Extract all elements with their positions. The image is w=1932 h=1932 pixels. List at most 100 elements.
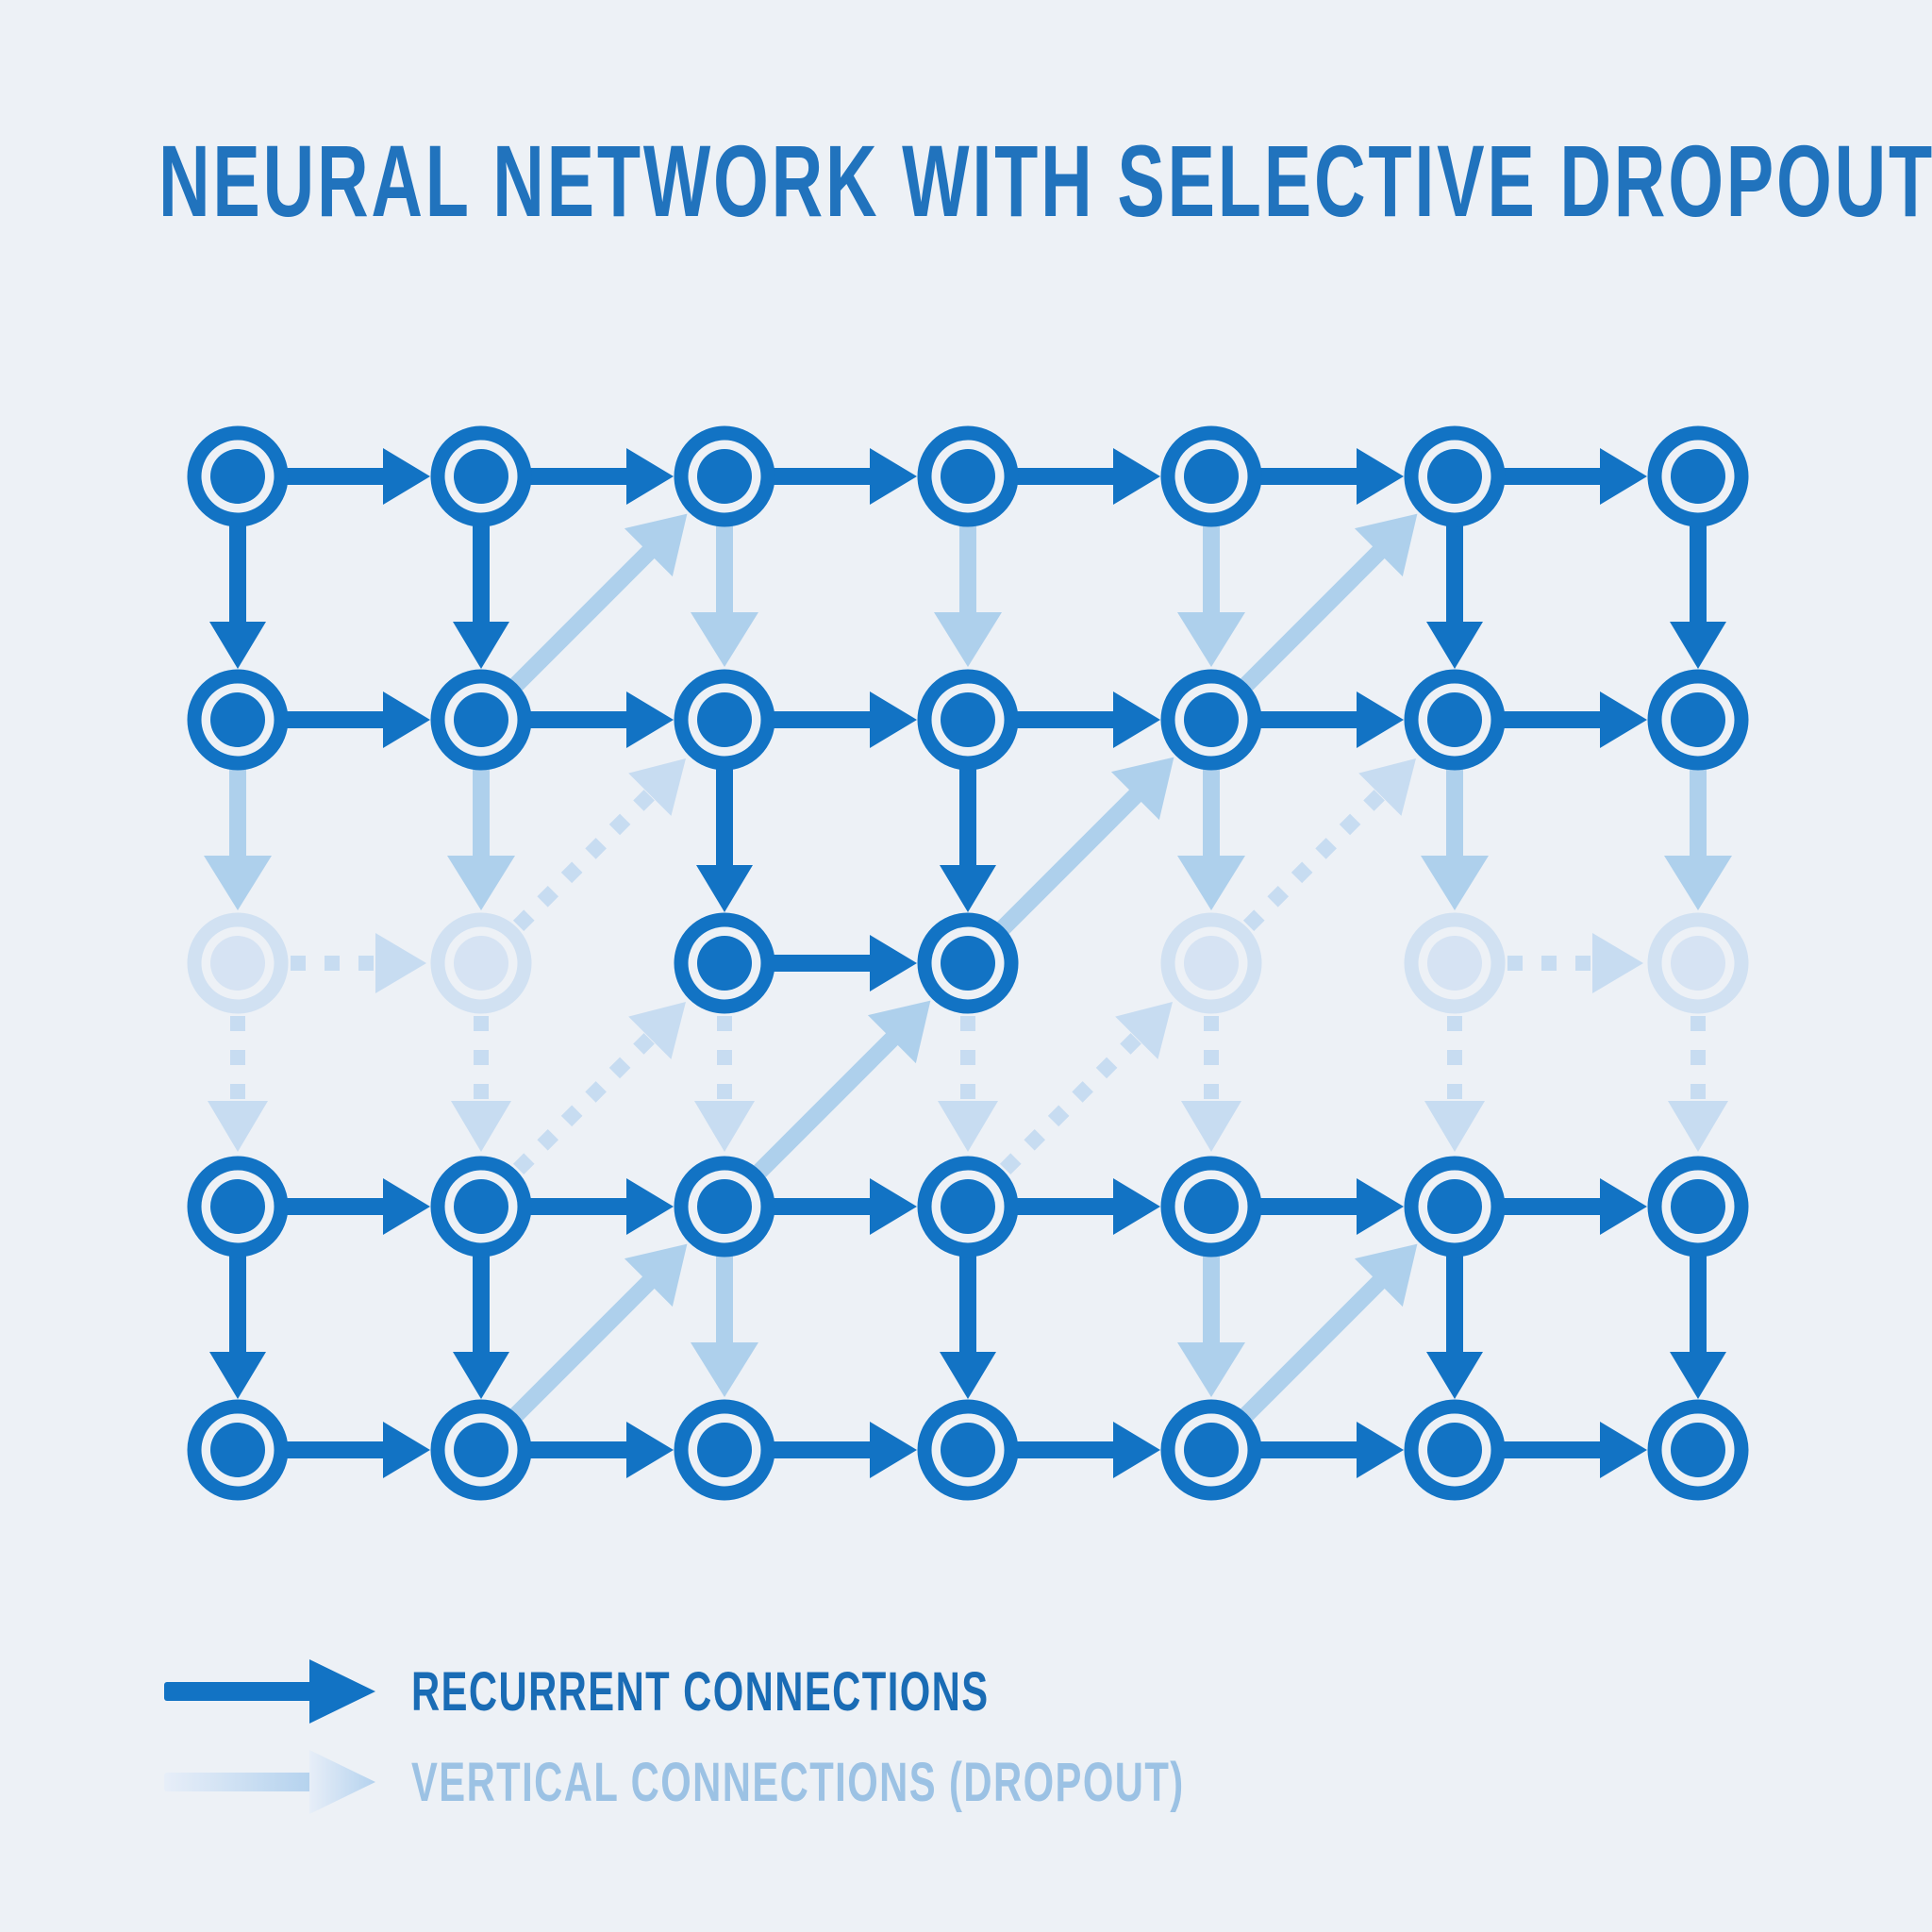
edge-dark-arrowhead-icon: [1113, 691, 1160, 748]
edge-light-arrowhead-icon: [867, 1000, 931, 1064]
edge-dotted-arrowhead-icon: [1668, 1101, 1728, 1152]
node-r2-c4: [917, 669, 1019, 771]
node-r2-c5: [1160, 669, 1262, 771]
edge-dark-arrowhead-icon: [870, 935, 917, 991]
edge-dark-arrowhead-icon: [696, 865, 753, 912]
edge-dark-arrowhead-icon: [383, 1178, 430, 1235]
edge-dark-arrowhead-icon: [209, 1352, 266, 1399]
node-r4-c1: [187, 1156, 289, 1257]
edge-dark-arrowhead-icon: [1113, 1178, 1160, 1235]
edge-light-arrowhead-icon: [1110, 757, 1174, 821]
edge-light-shaft: [507, 1274, 657, 1424]
node-r4-c6: [1404, 1156, 1506, 1257]
edge-dotted-arrowhead-icon: [938, 1101, 998, 1152]
edges-layer: [204, 448, 1732, 1478]
legend-label-recurrent: RECURRENT CONNECTIONS: [411, 1660, 990, 1723]
edge-dark-arrowhead-icon: [626, 1422, 674, 1478]
edge-dotted-arrowhead-icon: [1115, 1002, 1173, 1059]
edge-dotted-arrowhead-icon: [628, 1002, 686, 1059]
edge-dark-arrowhead-icon: [1600, 1178, 1647, 1235]
edge-dark-arrowhead-icon: [453, 1352, 509, 1399]
node-r3-c1: [187, 912, 289, 1014]
node-r3-c6: [1404, 912, 1506, 1014]
node-r2-c7: [1647, 669, 1749, 771]
node-r2-c2: [430, 669, 532, 771]
edge-dark-arrowhead-icon: [1357, 448, 1404, 505]
edge-dark-arrowhead-icon: [1357, 1422, 1404, 1478]
edge-dark-arrowhead-icon: [1426, 1352, 1483, 1399]
edge-dark-arrowhead-icon: [1600, 448, 1647, 505]
edge-dark-arrowhead-icon: [1670, 1352, 1726, 1399]
node-r2-c3: [674, 669, 775, 771]
node-r5-c2: [430, 1399, 532, 1501]
edge-dark-arrowhead-icon: [1357, 691, 1404, 748]
edge-dark-arrowhead-icon: [870, 1422, 917, 1478]
edge-dotted-arrowhead-icon: [1181, 1101, 1241, 1152]
edge-dark-arrowhead-icon: [1113, 448, 1160, 505]
legend-item-dropout: VERTICAL CONNECTIONS (DROPOUT): [162, 1741, 1485, 1823]
edge-dark-arrowhead-icon: [870, 691, 917, 748]
node-r1-c3: [674, 425, 775, 527]
node-r5-c5: [1160, 1399, 1262, 1501]
edge-light-arrowhead-icon: [624, 1243, 688, 1307]
edge-light-arrowhead-icon: [1354, 513, 1418, 577]
edge-dark-arrowhead-icon: [870, 448, 917, 505]
edge-dark-arrowhead-icon: [453, 622, 509, 669]
legend-label-dropout: VERTICAL CONNECTIONS (DROPOUT): [411, 1751, 1185, 1813]
edge-dotted-shaft: [512, 1031, 657, 1175]
node-r3-c7: [1647, 912, 1749, 1014]
edge-light-arrowhead-icon: [1664, 856, 1732, 910]
edge-dark-arrowhead-icon: [1113, 1422, 1160, 1478]
edge-dark-arrowhead-icon: [383, 691, 430, 748]
edge-light-arrowhead-icon: [1177, 612, 1245, 667]
node-r5-c7: [1647, 1399, 1749, 1501]
edge-light-arrowhead-icon: [691, 612, 758, 667]
node-r2-c1: [187, 669, 289, 771]
node-r1-c5: [1160, 425, 1262, 527]
edge-dotted-arrowhead-icon: [1592, 933, 1643, 993]
node-r1-c1: [187, 425, 289, 527]
edge-dotted-arrowhead-icon: [628, 758, 686, 816]
edge-light-arrowhead-icon: [1177, 856, 1245, 910]
recurrent-arrow-icon: [164, 1659, 375, 1724]
edge-light-shaft: [1237, 1274, 1387, 1424]
node-r4-c3: [674, 1156, 775, 1257]
edge-light-arrowhead-icon: [934, 612, 1002, 667]
edge-dark-arrowhead-icon: [1357, 1178, 1404, 1235]
edge-dark-arrowhead-icon: [940, 865, 996, 912]
edge-dotted-arrowhead-icon: [451, 1101, 511, 1152]
edge-dotted-arrowhead-icon: [375, 933, 426, 993]
node-r4-c4: [917, 1156, 1019, 1257]
edge-dark-arrowhead-icon: [870, 1178, 917, 1235]
edge-light-shaft: [750, 1031, 900, 1181]
edge-dark-arrowhead-icon: [626, 1178, 674, 1235]
edge-light-arrowhead-icon: [204, 856, 272, 910]
node-r4-c5: [1160, 1156, 1262, 1257]
page-title: NEURAL NETWORK WITH SELECTIVE DROPOUT: [158, 124, 1932, 238]
node-r1-c2: [430, 425, 532, 527]
dropout-arrow-icon: [164, 1750, 375, 1814]
edge-light-shaft: [993, 788, 1143, 938]
edge-light-arrowhead-icon: [1177, 1342, 1245, 1397]
edge-dotted-arrowhead-icon: [1424, 1101, 1485, 1152]
edge-dark-arrowhead-icon: [940, 1352, 996, 1399]
edge-dark-arrowhead-icon: [1670, 622, 1726, 669]
node-r3-c4: [917, 912, 1019, 1014]
edge-dark-arrowhead-icon: [1600, 691, 1647, 748]
node-r4-c2: [430, 1156, 532, 1257]
edge-dotted-shaft: [1242, 788, 1387, 932]
node-r3-c5: [1160, 912, 1262, 1014]
edge-light-arrowhead-icon: [691, 1342, 758, 1397]
edge-dotted-shaft: [512, 788, 657, 932]
edge-dark-arrowhead-icon: [383, 448, 430, 505]
node-r1-c4: [917, 425, 1019, 527]
edge-light-shaft: [507, 544, 657, 694]
edge-light-arrowhead-icon: [624, 513, 688, 577]
edge-dark-arrowhead-icon: [209, 622, 266, 669]
node-r4-c7: [1647, 1156, 1749, 1257]
edge-dark-arrowhead-icon: [1426, 622, 1483, 669]
node-r5-c4: [917, 1399, 1019, 1501]
edge-light-shaft: [1237, 544, 1387, 694]
